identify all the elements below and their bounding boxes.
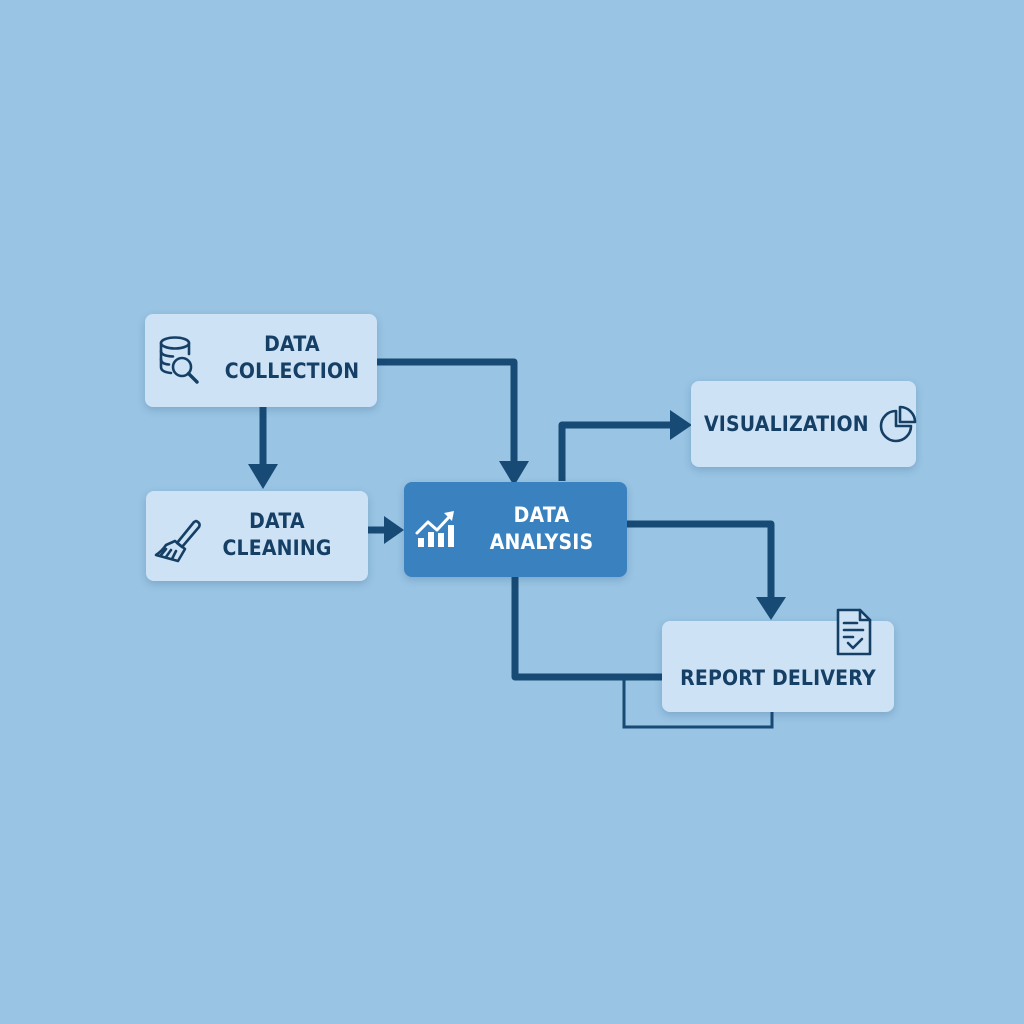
node-label-line1: DATA: [264, 332, 320, 356]
node-label-line1: VISUALIZATION: [704, 412, 869, 436]
node-data-analysis[interactable]: DATA ANALYSIS: [404, 482, 627, 577]
node-visualization[interactable]: VISUALIZATION: [691, 381, 917, 467]
node-label: REPORT DELIVERY: [674, 665, 883, 692]
node-data-collection[interactable]: DATA COLLECTION: [145, 314, 377, 407]
connector-analysis-to-report-loop: [511, 577, 774, 729]
arrow-collection-to-cleaning: [248, 406, 278, 489]
node-label-line1: REPORT DELIVERY: [680, 666, 876, 690]
document-check-icon: [836, 608, 872, 656]
node-label: VISUALIZATION: [704, 411, 869, 438]
node-label: DATA ANALYSIS: [470, 502, 613, 556]
node-label: DATA COLLECTION: [223, 331, 362, 385]
node-label-line2: CLEANING: [222, 536, 332, 560]
node-label-line1: DATA: [249, 509, 305, 533]
database-search-icon: [159, 336, 199, 384]
growth-chart-icon: [415, 511, 454, 547]
node-label-line2: ANALYSIS: [489, 530, 594, 554]
node-label-line1: DATA: [513, 503, 570, 527]
pie-chart-icon: [879, 405, 917, 443]
arrow-analysis-to-report: [627, 520, 786, 620]
broom-icon: [154, 519, 201, 563]
node-label-line2: COLLECTION: [224, 359, 360, 383]
arrow-collection-to-analysis: [376, 358, 529, 486]
node-data-cleaning[interactable]: DATA CLEANING: [146, 491, 368, 581]
arrow-analysis-to-visualization: [558, 410, 692, 481]
arrow-cleaning-to-analysis: [368, 516, 404, 544]
node-label: DATA CLEANING: [195, 508, 359, 562]
